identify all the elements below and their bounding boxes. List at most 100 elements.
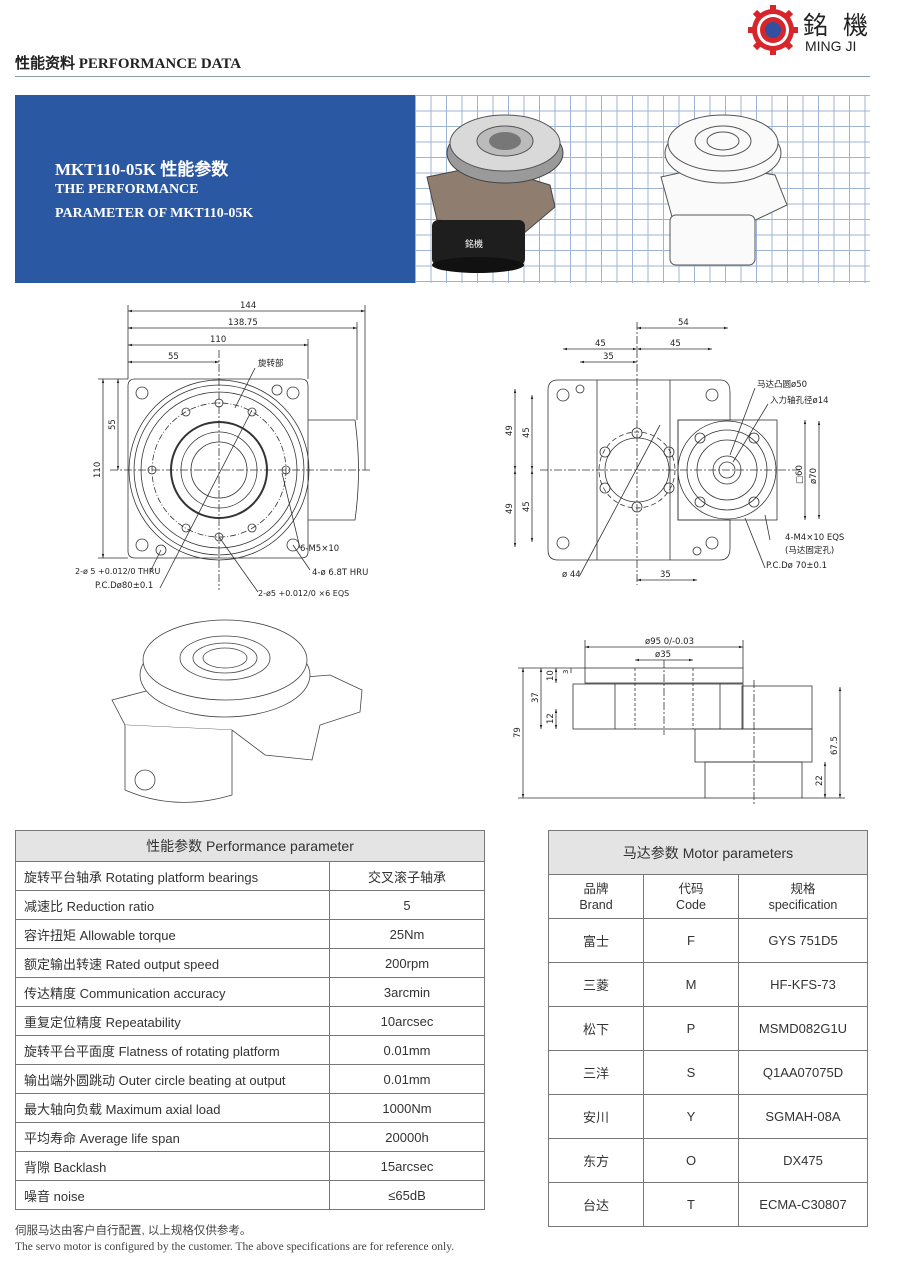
table-row: 噪音 noise≤65dB: [15, 1180, 485, 1210]
motor-holes-cn-label: (马达固定孔): [785, 545, 834, 556]
parameter-value: ≤65dB: [329, 1180, 485, 1210]
parameter-value: 3arcmin: [329, 977, 485, 1007]
diameter-70: ø70: [809, 468, 819, 484]
dim-45-left: 45: [595, 339, 606, 349]
dim-110-h: 110: [210, 335, 226, 345]
side-view-drawing: [518, 640, 845, 805]
parameter-label: 重复定位精度 Repeatability: [15, 1006, 330, 1036]
technical-drawings: 144 138.75 110 55 110 55 旋转部 6-M5×10 4-ø…: [75, 301, 845, 805]
section-title: 性能资料 PERFORMANCE DATA: [15, 56, 242, 72]
rotating-part-label: 旋转部: [258, 358, 284, 369]
banner-subtitle-1: THE PERFORMANCE: [55, 182, 199, 197]
motor-holes-label: 4-M4×10 EQS: [785, 533, 844, 543]
motor-spec: HF-KFS-73: [738, 962, 868, 1007]
parameter-label: 传达精度 Communication accuracy: [15, 977, 330, 1007]
diameter-44: ø 44: [562, 570, 581, 580]
product-render-color: 銘機: [426, 114, 564, 273]
motor-brand: 富士: [548, 918, 644, 963]
parameter-value: 25Nm: [329, 919, 485, 949]
performance-table-title: 性能参数 Performance parameter: [15, 830, 485, 862]
parameter-value: 200rpm: [329, 948, 485, 978]
m5-holes-note: 6-M5×10: [300, 544, 339, 554]
brand-logo: 銘 機 MING JI: [745, 4, 875, 56]
dim-22: 22: [815, 775, 825, 786]
motor-brand: 台达: [548, 1182, 644, 1227]
product-render-images: 銘機: [426, 114, 788, 273]
dim-10: 10: [546, 670, 556, 681]
motor-spec: SGMAH-08A: [738, 1094, 868, 1139]
motor-code: S: [643, 1050, 739, 1095]
motor-spec: DX475: [738, 1138, 868, 1183]
parameter-label: 旋转平台轴承 Rotating platform bearings: [15, 861, 330, 891]
side-view-labels: ø95 0/-0.03 ø35 79 37 10 3 12 67.5 22: [513, 637, 840, 786]
bottom-view-drawing: [513, 322, 821, 585]
dim-110-v: 110: [93, 462, 103, 478]
input-bore-label: 入力轴孔径ø14: [770, 395, 829, 406]
parameter-label: 平均寿命 Average life span: [15, 1122, 330, 1152]
pcd-note: P.C.Dø80±0.1: [95, 581, 153, 591]
product-label: 銘機: [465, 238, 483, 250]
dim-37: 37: [531, 692, 541, 703]
dim-54: 54: [678, 318, 689, 328]
motor-code: F: [643, 918, 739, 963]
motor-spec: MSMD082G1U: [738, 1006, 868, 1051]
parameter-label: 旋转平台平面度 Flatness of rotating platform: [15, 1035, 330, 1065]
motor-code: M: [643, 962, 739, 1007]
parameter-value: 15arcsec: [329, 1151, 485, 1181]
dim-45-upper: 45: [522, 427, 532, 438]
parameter-label: 背隙 Backlash: [15, 1151, 330, 1181]
parameter-label: 噪音 noise: [15, 1180, 330, 1210]
dim-138-75: 138.75: [228, 318, 258, 328]
parameter-value: 20000h: [329, 1122, 485, 1152]
bottom-view-labels: 54 45 45 35 35 49 49 45 45 □60 ø70 ø 44 …: [505, 318, 844, 580]
parameter-label: 额定输出转速 Rated output speed: [15, 948, 330, 978]
dim-79: 79: [513, 727, 523, 738]
footnote-cn: 伺服马达由客户自行配置, 以上规格仅供参考。: [15, 1225, 252, 1237]
parameter-value: 1000Nm: [329, 1093, 485, 1123]
parameter-value: 10arcsec: [329, 1006, 485, 1036]
motor-brand: 三洋: [548, 1050, 644, 1095]
banner-subtitle-2: PARAMETER OF MKT110-05K: [55, 206, 254, 221]
banner-title: MKT110-05K 性能参数: [55, 160, 229, 179]
parameter-label: 最大轴向负载 Maximum axial load: [15, 1093, 330, 1123]
motor-boss-label: 马达凸圆ø50: [757, 379, 807, 390]
gear-logo-icon: [748, 5, 798, 55]
dim-55-h: 55: [168, 352, 179, 362]
performance-parameter-table: 性能参数 Performance parameter 旋转平台轴承 Rotati…: [15, 830, 485, 1210]
motor-code: O: [643, 1138, 739, 1183]
motor-code: T: [643, 1182, 739, 1227]
motor-brand: 东方: [548, 1138, 644, 1183]
dim-45-lower: 45: [522, 501, 532, 512]
parameter-value: 5: [329, 890, 485, 920]
motor-code: P: [643, 1006, 739, 1051]
dim-55-v: 55: [108, 419, 118, 430]
banner-title-panel: MKT110-05K 性能参数 THE PERFORMANCE PARAMETE…: [15, 95, 415, 283]
pin-hole-note: 2-ø 5 +0.012/0 THRU: [75, 567, 160, 576]
diameter-35: ø35: [655, 650, 671, 660]
motor-table-title: 马达参数 Motor parameters: [548, 830, 868, 875]
dim-45-right: 45: [670, 339, 681, 349]
dim-35-bottom: 35: [660, 570, 671, 580]
dim-67-5: 67.5: [830, 736, 840, 755]
parameter-label: 减速比 Reduction ratio: [15, 890, 330, 920]
diameter-95: ø95 0/-0.03: [645, 637, 694, 647]
parameter-value: 0.01mm: [329, 1035, 485, 1065]
footnote-en: The servo motor is configured by the cus…: [15, 1241, 455, 1253]
